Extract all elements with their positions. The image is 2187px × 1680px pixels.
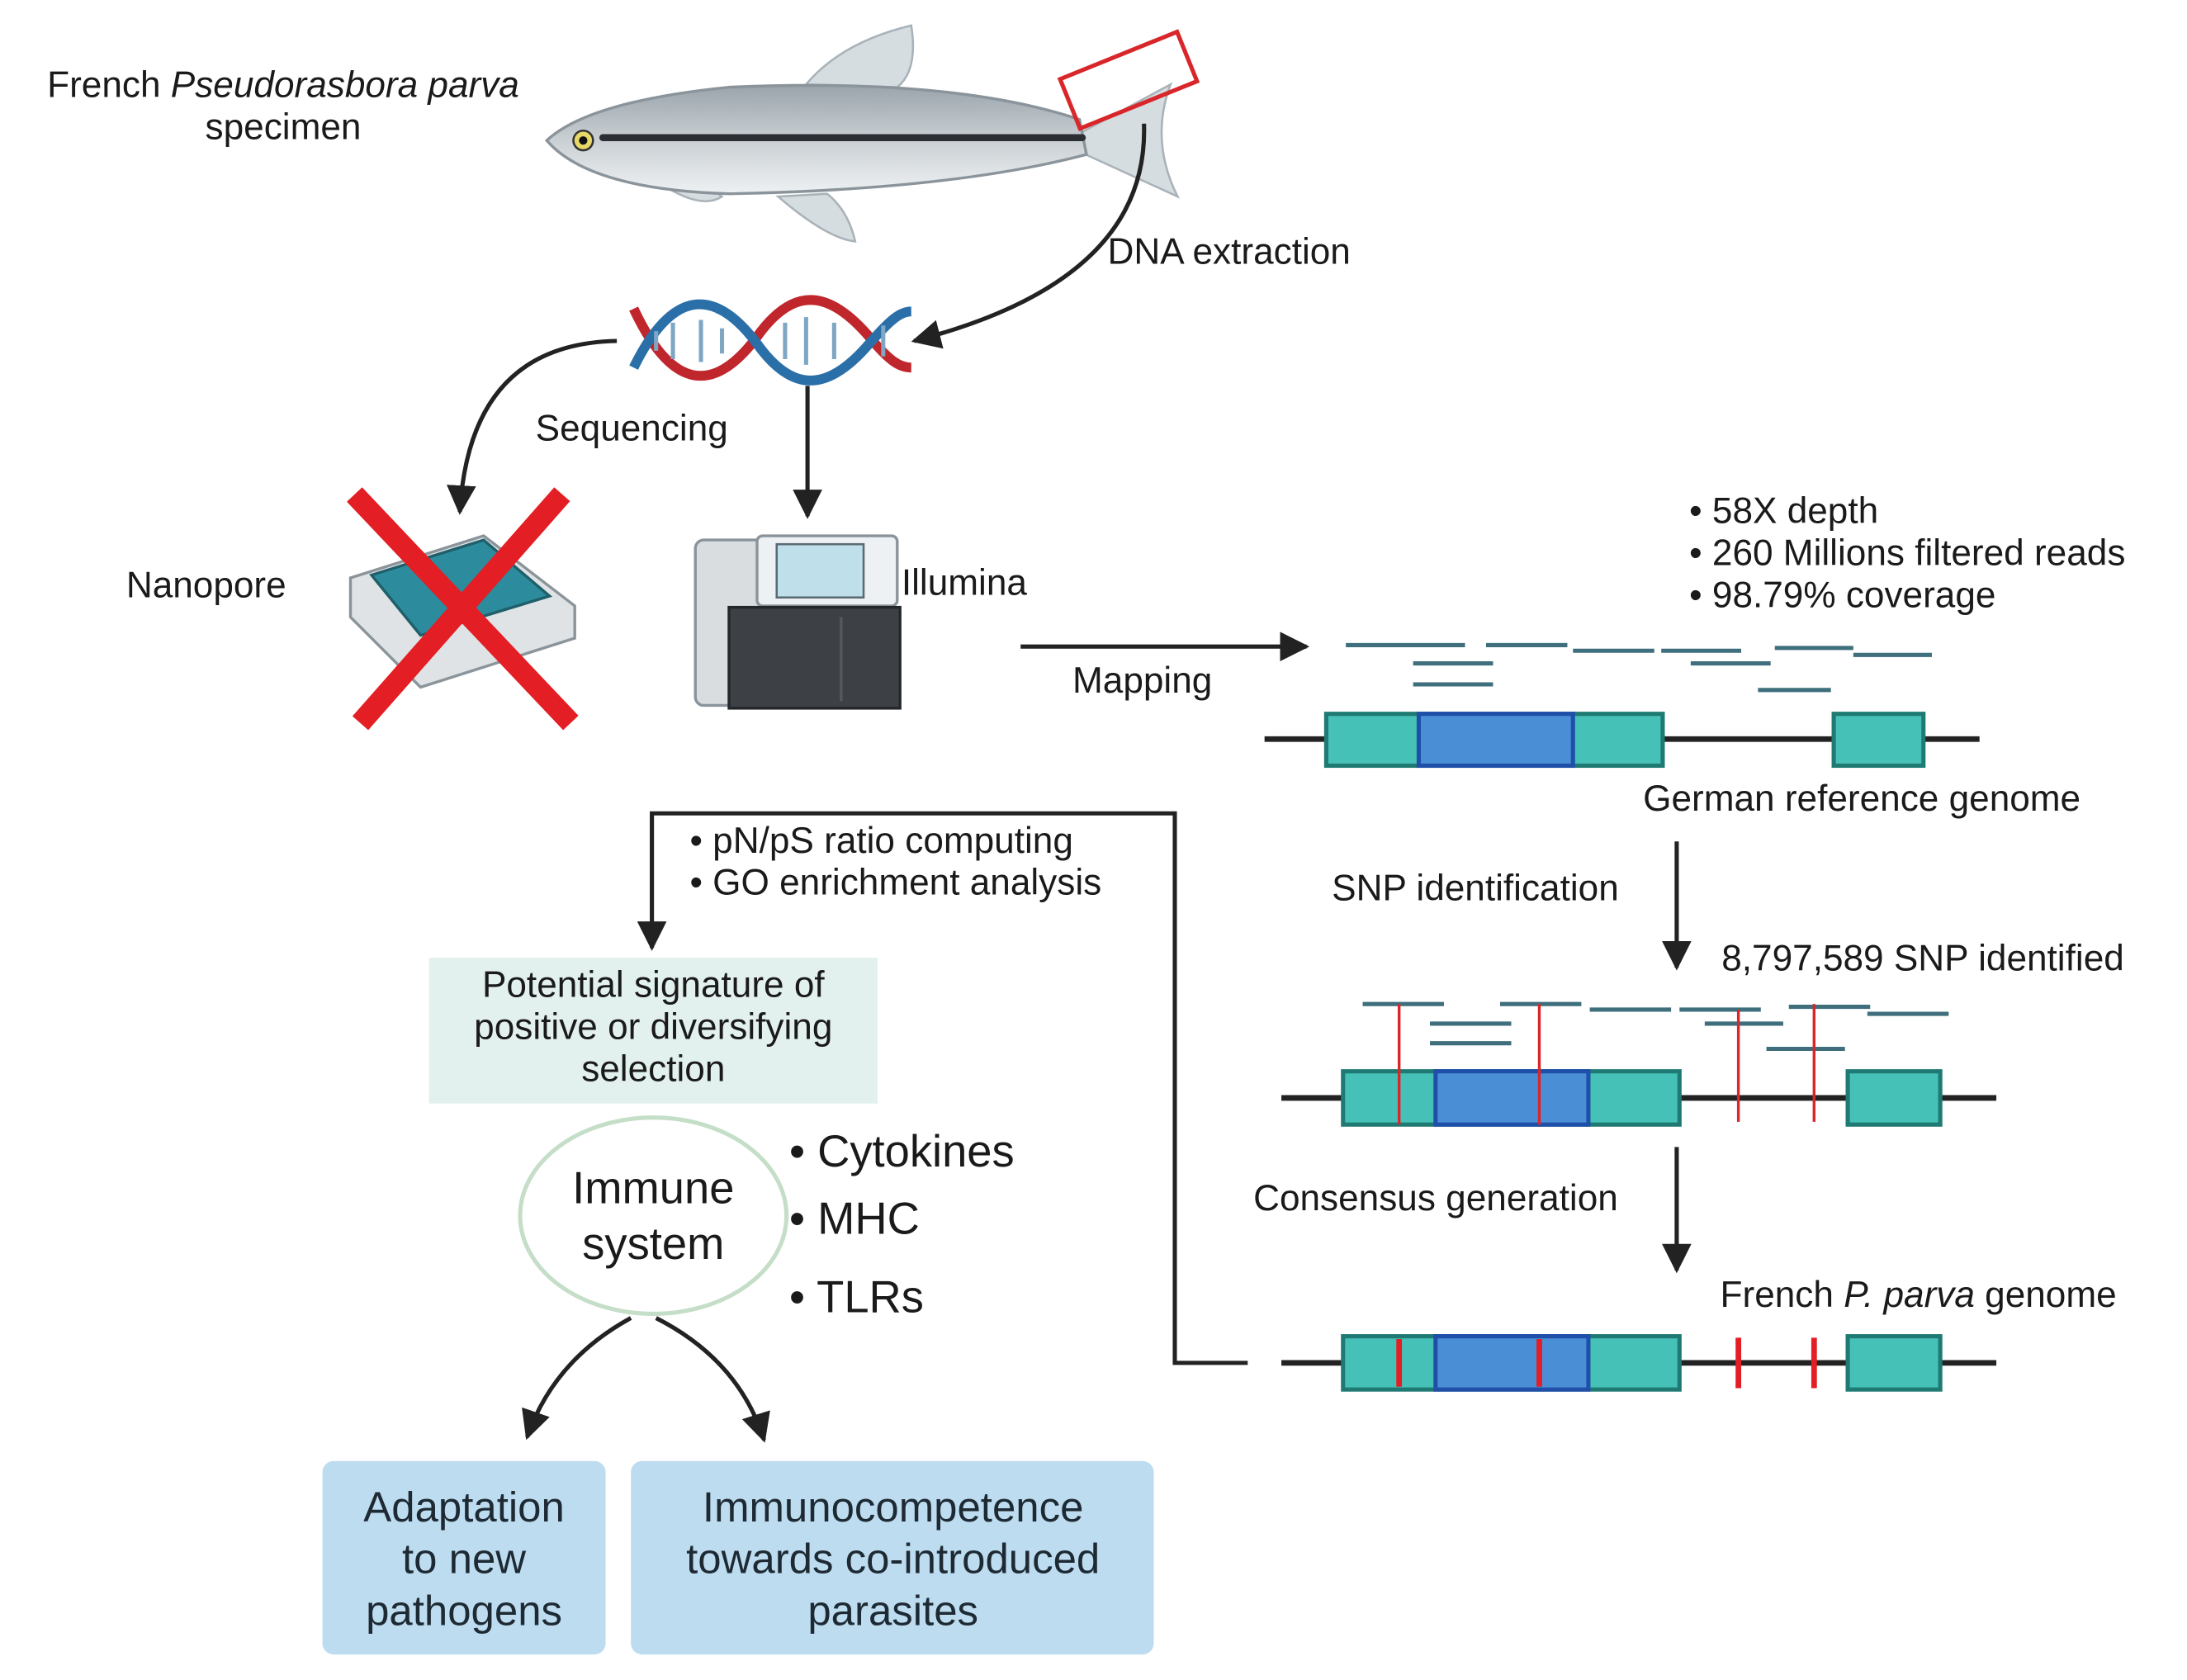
adaptation-line1: Adaptation xyxy=(363,1484,565,1531)
immune-item-mhc: • MHC xyxy=(789,1194,920,1244)
selection-signature-box xyxy=(428,958,878,1104)
snp-count-label: 8,797,589 SNP identified xyxy=(1721,938,2124,978)
consensus-label: Consensus generation xyxy=(1253,1178,1618,1219)
immune-system-line2: system xyxy=(582,1219,724,1269)
adaptation-line2: to new xyxy=(402,1536,526,1583)
selection-signature-line2: positive or diversifying xyxy=(474,1007,832,1048)
immunocompetence-line1: Immunocompetence xyxy=(703,1484,1084,1531)
analysis-connector-arrow xyxy=(637,811,1248,1365)
snp-identification-label: SNP identification xyxy=(1332,868,1619,909)
immune-item-tlrs: • TLRs xyxy=(789,1272,924,1323)
immunocompetence-arrow xyxy=(655,1316,770,1443)
snp-markers xyxy=(1397,1004,1816,1125)
immunocompetence-box xyxy=(631,1460,1154,1655)
sequencing-nanopore-arrow xyxy=(447,338,618,515)
french-genome xyxy=(1281,1334,1997,1392)
analysis-go: • GO enrichment analysis xyxy=(689,863,1101,903)
mapping-stat-depth: • 58X depth xyxy=(1689,491,1878,532)
snp-genome xyxy=(1281,1001,1997,1127)
french-snp-markers xyxy=(1396,1337,1817,1389)
mapped-reads xyxy=(1346,642,1932,693)
adaptation-line3: pathogens xyxy=(366,1587,562,1634)
specimen-label: French Pseudorasbora parva xyxy=(47,65,519,106)
sequencing-label: Sequencing xyxy=(536,409,728,449)
german-reference-genome xyxy=(1264,642,1980,769)
dna-extraction-label: DNA extraction xyxy=(1107,232,1350,272)
dna-helix-icon xyxy=(629,295,912,386)
immunocompetence-line3: parasites xyxy=(807,1587,978,1634)
immune-system-node xyxy=(518,1115,789,1316)
fish-illustration xyxy=(544,24,1200,243)
illumina-sequencer-icon xyxy=(693,534,902,710)
specimen-label-line2: specimen xyxy=(206,106,362,147)
crossed-out-icon xyxy=(347,487,579,731)
mapping-stat-reads: • 260 Millions filtered reads xyxy=(1689,533,2125,574)
illumina-label: Illumina xyxy=(902,562,1028,603)
dna-extraction-arrow xyxy=(911,123,1147,349)
snp-reads xyxy=(1362,1001,1949,1052)
german-genome-label: German reference genome xyxy=(1643,778,2080,819)
analysis-pnps: • pN/pS ratio computing xyxy=(689,821,1072,861)
mapping-stat-coverage: • 98.79% coverage xyxy=(1689,575,1995,616)
mapping-label: Mapping xyxy=(1072,660,1212,701)
adaptation-box xyxy=(322,1460,606,1655)
immune-item-cytokines: • Cytokines xyxy=(789,1126,1015,1176)
selection-signature-line3: selection xyxy=(581,1049,725,1090)
french-genome-label: French P. parva genome xyxy=(1721,1275,2117,1315)
immune-system-line1: Immune xyxy=(572,1162,734,1213)
selection-signature-line1: Potential signature of xyxy=(482,965,825,1006)
immunocompetence-line2: towards co-introduced xyxy=(686,1536,1100,1583)
adaptation-arrow xyxy=(522,1316,632,1441)
nanopore-label: Nanopore xyxy=(126,566,286,606)
